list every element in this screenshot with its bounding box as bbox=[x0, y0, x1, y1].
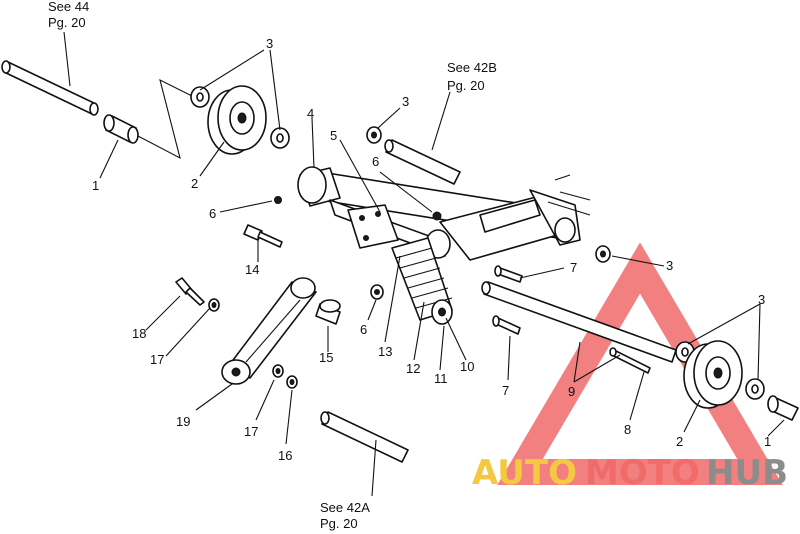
callout-6-left: 6 bbox=[209, 206, 216, 221]
callout-5: 5 bbox=[330, 128, 337, 143]
nut-lower bbox=[370, 284, 384, 300]
callout-14: 14 bbox=[245, 262, 259, 277]
idler-wheel-right bbox=[683, 340, 743, 409]
callout-19: 19 bbox=[176, 414, 190, 429]
watermark-text-moto: MOTO bbox=[585, 453, 700, 493]
watermark-text-auto: AUTO bbox=[472, 453, 577, 493]
reference-bottom-line2: Pg. 20 bbox=[320, 516, 358, 531]
nut-16 bbox=[286, 375, 298, 389]
link-arm bbox=[221, 277, 317, 385]
watermark-text: AUTO MOTO HUB bbox=[472, 453, 788, 493]
bolt-7-lower bbox=[492, 315, 521, 335]
bolt-7-upper bbox=[494, 265, 523, 283]
callout-10: 10 bbox=[460, 359, 474, 374]
shaft-lower-right bbox=[481, 281, 677, 363]
callout-8: 8 bbox=[624, 422, 631, 437]
spacer-15 bbox=[315, 299, 341, 325]
callout-2-left: 2 bbox=[191, 176, 198, 191]
callout-15: 15 bbox=[319, 350, 333, 365]
spacer-right bbox=[767, 395, 799, 421]
bolt-14 bbox=[243, 224, 283, 248]
callout-labels: 3 1 2 4 3 5 6 6 14 7 3 18 17 15 6 13 12 … bbox=[92, 36, 771, 463]
callout-7-upper: 7 bbox=[570, 260, 577, 275]
callout-6-upper: 6 bbox=[372, 154, 379, 169]
leader-lines bbox=[63, 31, 785, 497]
washer-left-b bbox=[270, 127, 290, 149]
callout-3-top-mid: 3 bbox=[402, 94, 409, 109]
mounting-bracket bbox=[347, 204, 399, 249]
shaft-upper-left bbox=[1, 60, 99, 116]
spacer-left bbox=[103, 114, 139, 144]
idler-wheel-left bbox=[207, 85, 267, 155]
callout-3-top-left: 3 bbox=[266, 36, 273, 51]
callout-6-lower: 6 bbox=[360, 322, 367, 337]
rail-frame bbox=[297, 166, 591, 261]
bolt-18 bbox=[175, 277, 205, 306]
washer-right-b bbox=[745, 378, 765, 400]
callout-1-right: 1 bbox=[764, 434, 771, 449]
callout-3-mid-right: 3 bbox=[666, 258, 673, 273]
washer-top-mid bbox=[366, 126, 382, 144]
nut-mid bbox=[432, 211, 442, 221]
reference-bottom-line1: See 42A bbox=[320, 500, 370, 515]
nut-upper bbox=[274, 196, 282, 204]
reference-top-left-line2: Pg. 20 bbox=[48, 15, 86, 30]
washer-17-lower bbox=[272, 364, 284, 378]
reference-top-middle-line2: Pg. 20 bbox=[447, 78, 485, 93]
callout-7-lower: 7 bbox=[502, 383, 509, 398]
callout-12: 12 bbox=[406, 361, 420, 376]
callout-17-lower: 17 bbox=[244, 424, 258, 439]
shock-spring bbox=[391, 237, 453, 325]
shaft-lower-left bbox=[320, 411, 409, 463]
reference-top-left-line1: See 44 bbox=[48, 0, 89, 14]
callout-17-upper: 17 bbox=[150, 352, 164, 367]
washer-17-upper bbox=[208, 298, 220, 312]
watermark-text-hub: HUB bbox=[706, 453, 788, 493]
washer-left-a bbox=[190, 86, 210, 108]
callout-4: 4 bbox=[307, 106, 314, 121]
callout-13: 13 bbox=[378, 344, 392, 359]
callout-16: 16 bbox=[278, 448, 292, 463]
callout-18: 18 bbox=[132, 326, 146, 341]
bolt-8 bbox=[609, 347, 651, 374]
callout-1-left: 1 bbox=[92, 178, 99, 193]
callout-9: 9 bbox=[568, 384, 575, 399]
reference-top-middle-line1: See 42B bbox=[447, 60, 497, 75]
callout-11: 11 bbox=[434, 371, 448, 386]
callout-2-right: 2 bbox=[676, 434, 683, 449]
shaft-upper-mid bbox=[384, 139, 461, 185]
washer-mid-right bbox=[595, 245, 611, 263]
callout-3-right: 3 bbox=[758, 292, 765, 307]
